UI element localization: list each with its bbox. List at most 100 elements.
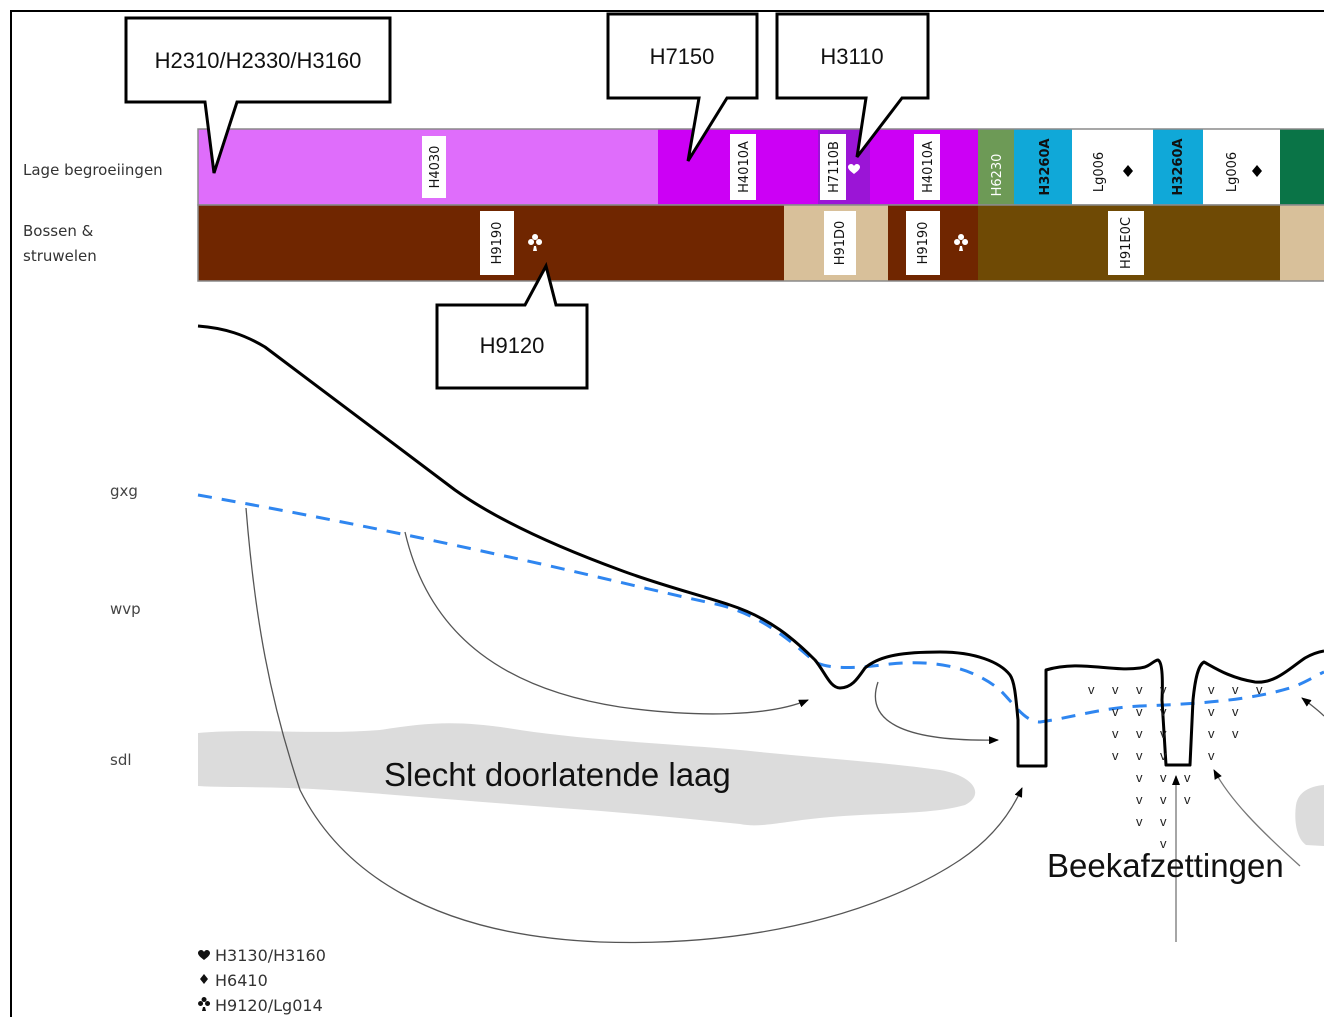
deposit-mark: v [1160, 836, 1167, 851]
label-box-h9190-2 [906, 211, 940, 275]
label-h9190-1: H9190 [490, 222, 505, 265]
deposit-mark: v [1136, 726, 1143, 741]
band-green-edge [1280, 129, 1324, 205]
deposit-mark: v [1208, 726, 1215, 741]
deposit-mark: v [1208, 704, 1215, 719]
label-box-h91e0c [1108, 211, 1144, 275]
callout-h7150: H7150 [606, 12, 759, 162]
label-box-h7110b [820, 134, 846, 200]
deposit-mark: v [1112, 748, 1119, 763]
deposit-mark: v [1208, 748, 1215, 763]
deposit-mark: v [1136, 748, 1143, 763]
callout-h9120-text: H9120 [480, 333, 545, 358]
forest-band: H9190 H91D0 H9190 H91E0C [197, 204, 1324, 282]
deposit-mark: v [1160, 814, 1167, 829]
heart-icon [848, 164, 860, 174]
legend: H3130/H3160 H6410 H9120/Lg014 [198, 946, 326, 1015]
label-box-h9190-1 [480, 211, 514, 275]
band-outline [197, 204, 1324, 282]
legend-item-h3130: H3130/H3160 [215, 946, 326, 965]
deposit-mark: v [1160, 748, 1167, 763]
deposit-mark: v [1136, 682, 1143, 697]
impermeable-layer-label: Slecht doorlatende laag [384, 756, 731, 793]
deposit-mark: v [1136, 792, 1143, 807]
deposit-mark: v [1112, 726, 1119, 741]
deposit-mark: v [1160, 704, 1167, 719]
callout-h7150-text: H7150 [650, 44, 715, 69]
label-h91d0: H91D0 [833, 221, 848, 266]
band-lg006-1 [1072, 129, 1153, 205]
row-label-low-vegetation: Lage begroeiingen [23, 161, 163, 179]
flow-arrow-short [874, 681, 999, 745]
brook-deposits-label: Beekafzettingen [1047, 847, 1284, 884]
callout-h2310: H2310/H2330/H3160 [124, 16, 392, 174]
label-box-h4010a-1 [730, 134, 756, 200]
label-h4010a-2: H4010A [921, 141, 936, 193]
deposit-mark: v [1136, 814, 1143, 829]
deposit-mark: v [1256, 682, 1263, 697]
label-h3260a-1: H3260A [1038, 138, 1053, 195]
legend-item-h6410: H6410 [215, 971, 268, 990]
row-label-forest-line2: struwelen [23, 247, 97, 265]
label-box-h4030 [422, 136, 446, 198]
figure-border [10, 10, 1324, 1017]
club-icon [954, 234, 969, 251]
deposit-mark: v [1112, 704, 1119, 719]
row-label-forest-line1: Bossen & [23, 222, 94, 240]
deposit-mark: v [1160, 682, 1167, 697]
heart-icon [198, 950, 210, 960]
level-label-wvp: wvp [110, 600, 141, 618]
groundwater-table-line [197, 493, 1324, 724]
deposit-mark: v [1136, 704, 1143, 719]
impermeable-layer [198, 723, 976, 826]
band-tan-edge [1280, 205, 1324, 281]
deposit-mark: v [1232, 704, 1239, 719]
label-box-h91d0 [824, 211, 856, 275]
deposit-mark: v [1160, 726, 1167, 741]
club-icon [528, 234, 543, 251]
label-h4010a-1: H4010A [737, 141, 752, 193]
band-h3260a-1 [1014, 129, 1072, 205]
flow-arrow-deep [245, 507, 1023, 944]
label-h7110b: H7110B [827, 141, 842, 193]
band-h6230 [978, 129, 1014, 205]
deposit-mark: v [1160, 792, 1167, 807]
diamond-icon [1252, 165, 1262, 177]
deposit-mark: v [1112, 682, 1119, 697]
callout-h3110-text: H3110 [820, 44, 883, 69]
band-h3260a-2 [1153, 129, 1203, 205]
label-box-h4010a-2 [914, 134, 940, 200]
club-icon [198, 997, 211, 1011]
diamond-icon [1123, 165, 1133, 177]
callout-h2310-text: H2310/H2330/H3160 [155, 48, 362, 73]
deposit-mark: v [1184, 792, 1191, 807]
label-h6230: H6230 [990, 154, 1005, 197]
label-h4030: H4030 [428, 146, 443, 189]
impermeable-layer-right [1295, 785, 1324, 846]
flow-arrow-middle [404, 531, 809, 715]
flow-arrow-right-upward [1213, 769, 1301, 867]
callout-h3110: H3110 [775, 12, 930, 158]
deposit-mark: v [1136, 770, 1143, 785]
callout-h9120: H9120 [435, 261, 589, 390]
legend-item-h9120: H9120/Lg014 [215, 996, 323, 1015]
deposit-mark: v [1232, 726, 1239, 741]
low-vegetation-band: H4030 H4010A H7110B H4010A H6230 H3260A … [197, 128, 1324, 206]
deposit-mark: v [1184, 770, 1191, 785]
band-lg006-2 [1203, 129, 1280, 205]
label-h3260a-2: H3260A [1171, 138, 1186, 195]
label-h9190-2: H9190 [916, 222, 931, 265]
flow-arrow-right-edge [1301, 697, 1324, 717]
level-label-sdl: sdl [110, 751, 132, 769]
label-h91e0c: H91E0C [1119, 217, 1134, 269]
deposit-mark: v [1160, 770, 1167, 785]
deposit-mark: v [1232, 682, 1239, 697]
label-lg006-2: Lg006 [1225, 152, 1240, 192]
deposit-mark: v [1208, 682, 1215, 697]
label-lg006-1: Lg006 [1092, 152, 1107, 192]
terrain-surface-line [197, 324, 1324, 768]
deposit-mark: v [1088, 682, 1095, 697]
level-label-gxg: gxg [110, 482, 138, 500]
